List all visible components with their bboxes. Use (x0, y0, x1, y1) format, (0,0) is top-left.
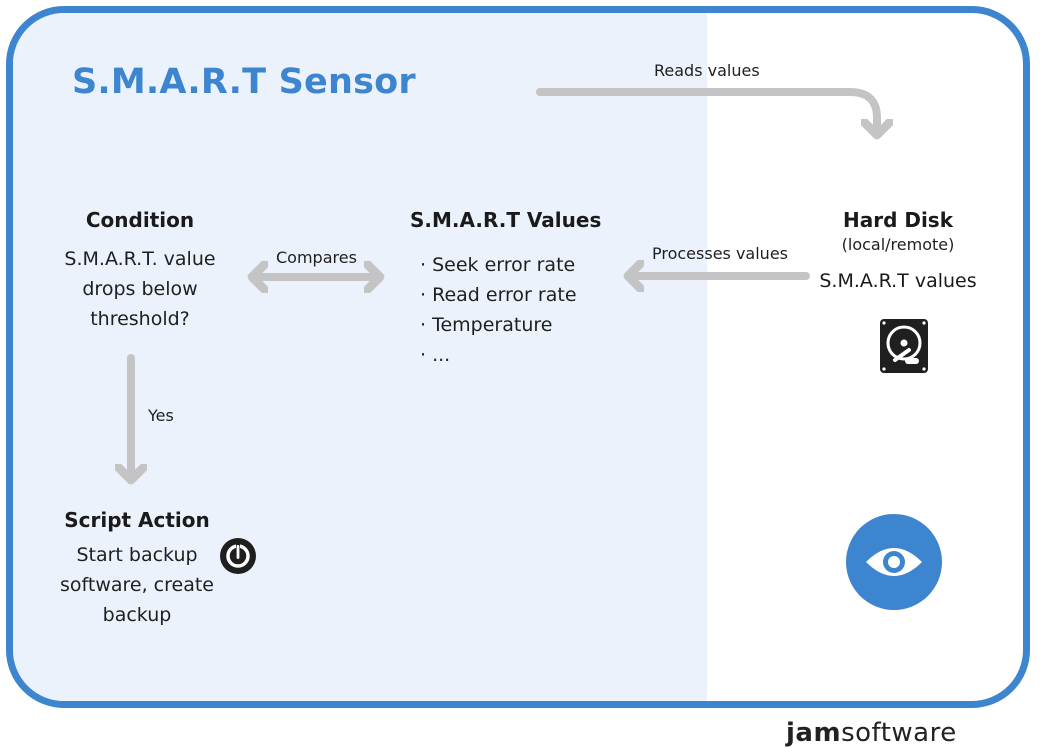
condition-heading: Condition (85, 208, 195, 232)
reads-values-label: Reads values (654, 61, 760, 80)
power-icon (220, 538, 256, 574)
condition-line: S.M.A.R.T. value (64, 248, 216, 270)
logo-jam: jam (786, 718, 842, 748)
script-action-line: software, create (60, 574, 214, 596)
yes-label: Yes (148, 406, 174, 425)
list-item: Temperature (420, 310, 577, 340)
hard-disk-heading: Hard Disk (842, 208, 954, 232)
script-action-heading: Script Action (64, 508, 210, 532)
diagram-title: S.M.A.R.T Sensor (72, 62, 416, 102)
values-list: Seek error rate Read error rate Temperat… (420, 250, 577, 370)
script-action-line: backup (102, 604, 172, 626)
diagram-frame (6, 6, 1030, 708)
list-item: Seek error rate (420, 250, 577, 280)
reads-values-arrow (536, 88, 877, 135)
eye-icon (866, 548, 922, 576)
list-item: Read error rate (420, 280, 576, 310)
script-action-line: Start backup (76, 544, 198, 566)
hard-disk-subheading: (local/remote) (841, 235, 955, 254)
hard-disk-node: Hard Disk (local/remote) S.M.A.R.T value… (798, 208, 998, 292)
condition-line: drops below (82, 278, 198, 300)
compares-label: Compares (276, 248, 357, 267)
values-heading: S.M.A.R.T Values (410, 208, 602, 232)
logo-software: software (841, 718, 957, 748)
condition-node: Condition S.M.A.R.T. value drops below t… (40, 208, 240, 334)
condition-line: threshold? (90, 308, 190, 330)
eye-badge (846, 514, 942, 610)
jam-software-logo: jamsoftware (786, 718, 957, 748)
script-action-text: Start backup software, create backup (40, 540, 234, 630)
condition-text: S.M.A.R.T. value drops below threshold? (40, 244, 240, 334)
list-item: ... (420, 340, 577, 370)
script-action-node: Script Action Start backup software, cre… (40, 508, 234, 630)
hard-disk-label: S.M.A.R.T values (819, 270, 977, 292)
processes-values-label: Processes values (652, 244, 788, 263)
hard-disk-icon (880, 319, 928, 373)
